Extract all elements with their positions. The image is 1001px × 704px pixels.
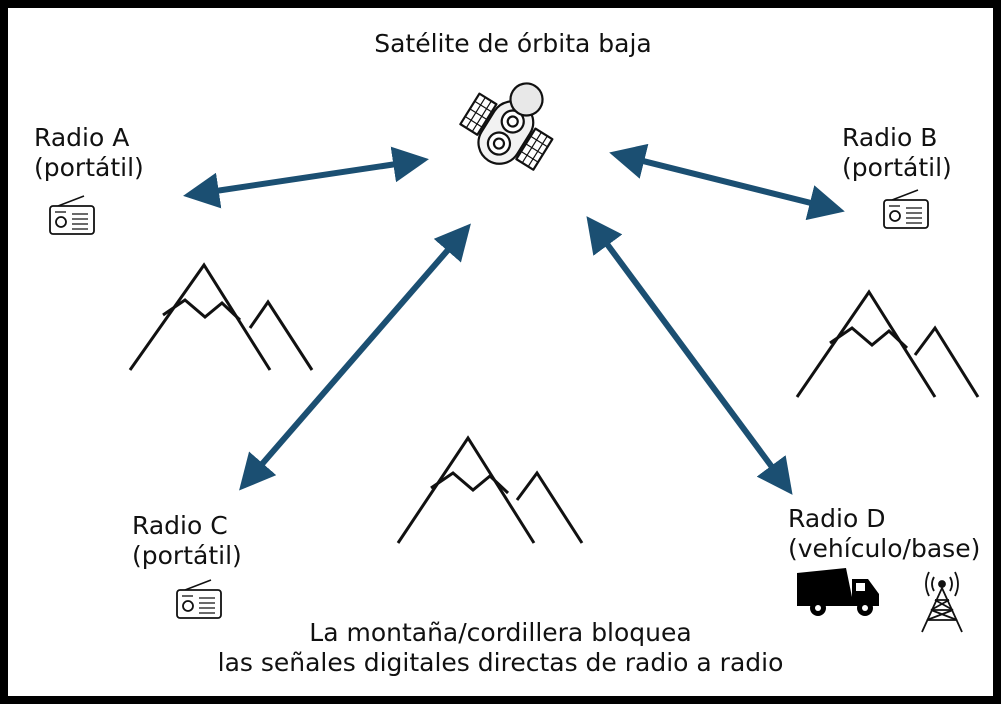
link-arrow-b [609, 143, 845, 221]
satellite-label: Satélite de órbita baja [374, 29, 652, 58]
radio-icon [176, 579, 222, 619]
radio-a-type: (portátil) [34, 153, 144, 182]
radio-c-type: (portátil) [132, 541, 242, 570]
radio-b-name: Radio B [842, 123, 938, 152]
satellite-icon [459, 82, 554, 171]
radio-icon [883, 189, 929, 229]
link-arrow-c [239, 223, 471, 491]
radio-icon [49, 195, 95, 235]
radio-b-type: (portátil) [842, 153, 952, 182]
link-arrow-a [183, 146, 429, 209]
radio-a-name: Radio A [34, 123, 130, 152]
radio-c-name: Radio C [132, 511, 228, 540]
radio-d-name: Radio D [788, 504, 886, 533]
truck-icon [797, 568, 879, 616]
caption-line-1: La montaña/cordillera bloquea [309, 618, 692, 647]
tower-icon [921, 571, 963, 633]
mountain-icon [795, 289, 980, 398]
radio-d-type: (vehículo/base) [788, 534, 981, 563]
caption-line-2: las señales digitales directas de radio … [217, 648, 784, 677]
mountain-icon [128, 262, 314, 371]
link-arrow-d [586, 216, 793, 495]
mountain-icon [396, 435, 584, 544]
